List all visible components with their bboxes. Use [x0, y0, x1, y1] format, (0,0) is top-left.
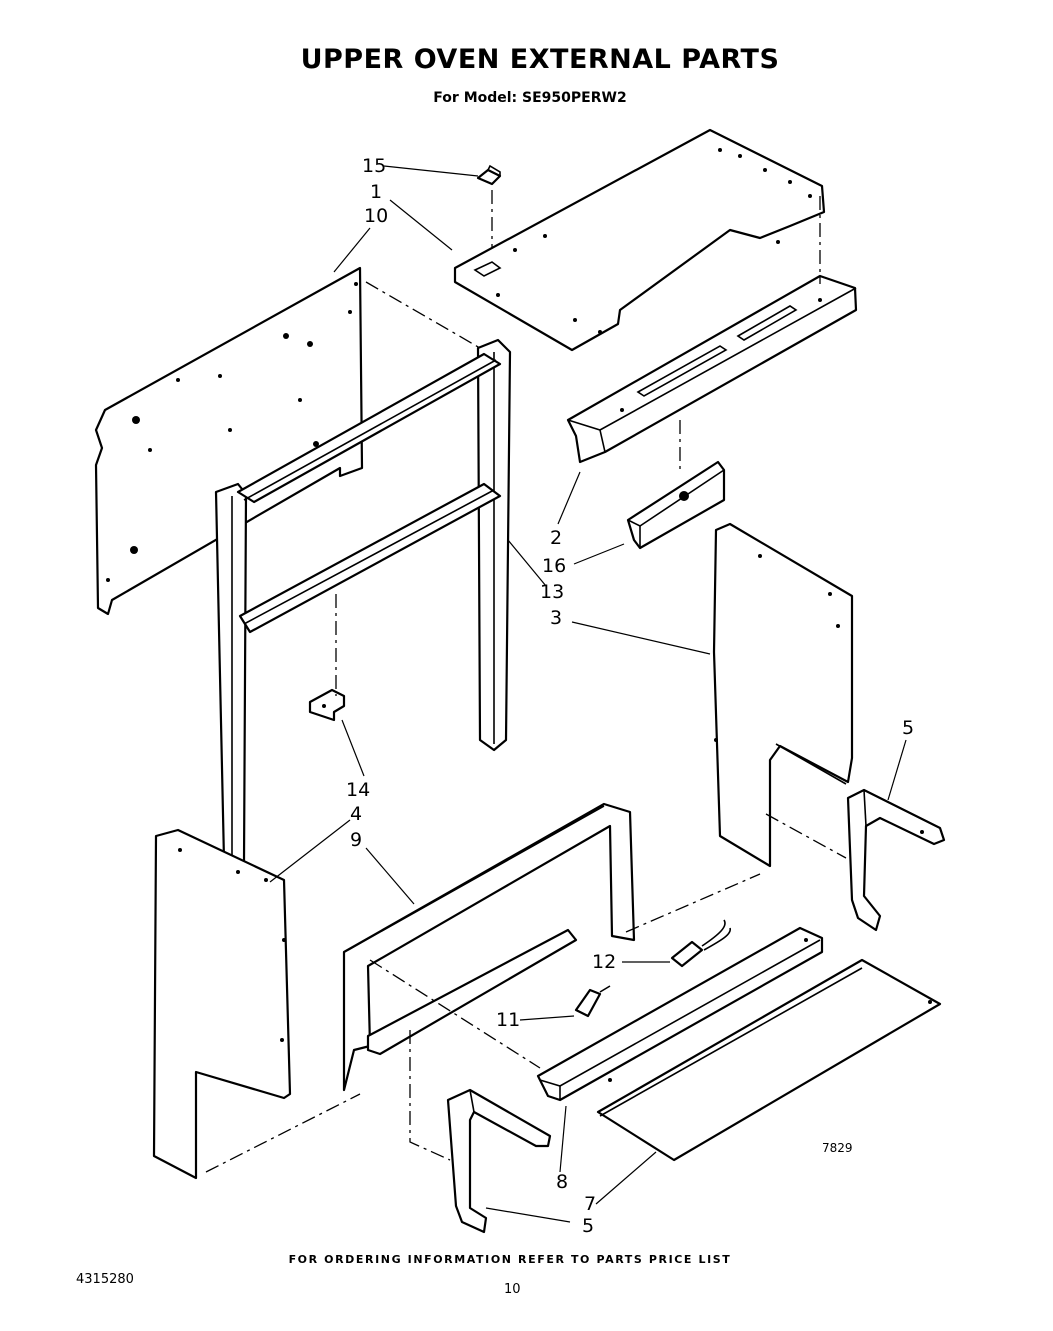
part-3-side-panel	[712, 522, 854, 868]
part-9-front-frame	[342, 802, 636, 1092]
part-7-lower-tray	[596, 958, 942, 1162]
part-16-bracket	[626, 460, 726, 550]
part-5-upper-bracket	[846, 788, 946, 932]
part-12-sensor	[670, 919, 731, 968]
part-11-igniter	[574, 985, 611, 1018]
part-2-support-bar	[566, 274, 858, 464]
callout-7: 7	[584, 1193, 596, 1215]
callout-10: 10	[364, 205, 388, 227]
callout-1: 1	[370, 181, 382, 203]
callout-11: 11	[496, 1009, 520, 1031]
ordering-note: FOR ORDERING INFORMATION REFER TO PARTS …	[288, 1253, 732, 1266]
doc-number: 4315280	[76, 1272, 134, 1287]
part-1-top-panel	[453, 128, 826, 352]
callout-labels: 15 1 10 2 16 13 3 5 14 4 9 12 11 8 7 5 7…	[346, 155, 914, 1237]
figure-code: 7829	[822, 1141, 853, 1155]
callout-15: 15	[362, 155, 386, 177]
callout-5-lower: 5	[582, 1215, 594, 1237]
callout-3: 3	[550, 607, 562, 629]
callout-9: 9	[350, 829, 362, 851]
callout-5-upper: 5	[902, 717, 914, 739]
callout-16: 16	[542, 555, 566, 577]
callout-14: 14	[346, 779, 370, 801]
callout-8: 8	[556, 1171, 568, 1193]
model-line: For Model: SE950PERW2	[433, 90, 627, 106]
page-number: 10	[504, 1282, 521, 1297]
callout-13: 13	[540, 581, 564, 603]
leader-lines	[269, 165, 907, 1223]
part-5-lower-bracket	[446, 1088, 552, 1234]
part-15-clip	[476, 164, 502, 186]
alignment-lines	[205, 190, 847, 1173]
callout-2: 2	[550, 527, 562, 549]
callout-12: 12	[592, 951, 616, 973]
callout-4: 4	[350, 803, 362, 825]
part-4-left-panel	[152, 828, 292, 1180]
page-title: UPPER OVEN EXTERNAL PARTS	[300, 44, 780, 75]
part-14-bracket	[308, 688, 346, 722]
part-13-frame	[214, 338, 512, 870]
part-8-lower-bar	[536, 926, 824, 1102]
